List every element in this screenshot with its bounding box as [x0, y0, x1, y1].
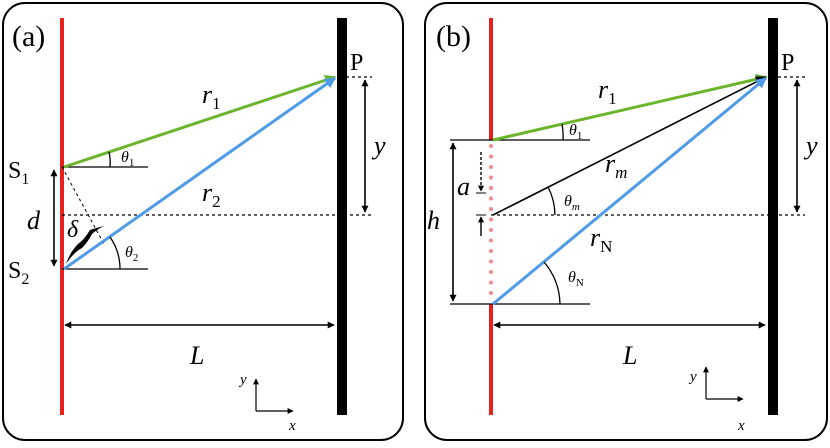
- ray-r1: [63, 74, 337, 169]
- detection-screen-b: [768, 18, 778, 415]
- r1-label: r1: [202, 80, 221, 113]
- h-label: h: [427, 206, 440, 235]
- theta2-label: θ2: [125, 244, 138, 264]
- r2-label: r2: [202, 178, 221, 211]
- theta2-arc: [109, 236, 121, 270]
- panel-a-frame: [2, 2, 404, 441]
- thetaN-arc: [543, 261, 561, 305]
- panel-a-label: (a): [12, 20, 45, 53]
- theta1-label-b: θ1: [569, 122, 582, 142]
- detection-screen: [337, 18, 347, 415]
- s2-label: S2: [8, 258, 29, 288]
- ray-rm: [492, 76, 767, 216]
- thetaN-label: θN: [568, 269, 584, 289]
- axis-y-label: y: [238, 372, 247, 388]
- panel-b-frame: [424, 2, 828, 441]
- thetam-label: θm: [564, 193, 580, 213]
- r1-label-b: r1: [598, 75, 617, 108]
- rm-label: rm: [605, 149, 627, 182]
- ray-r1-b: [492, 73, 768, 142]
- theta1-arc-b: [561, 123, 564, 141]
- delta-label: δ: [67, 217, 79, 243]
- thetam-arc: [547, 186, 556, 216]
- axis-y-label-b: y: [688, 369, 697, 385]
- L-label: L: [189, 341, 204, 370]
- rN-label: rN: [590, 223, 612, 256]
- point-p-label: P: [350, 50, 363, 76]
- panel-a: (a) P r1 r2 S1 S2 d δ: [2, 2, 404, 441]
- L-label-b: L: [622, 341, 637, 370]
- axis-x-label-b: x: [737, 418, 745, 434]
- y-label: y: [371, 131, 386, 160]
- s1-label: S1: [8, 158, 29, 188]
- ray-rN: [492, 76, 767, 306]
- ray-r2: [63, 76, 336, 271]
- axis-x-label: x: [288, 418, 296, 434]
- perpendicular-line: [61, 166, 105, 245]
- d-label: d: [27, 206, 41, 235]
- a-label: a: [457, 172, 470, 201]
- theta1-label: θ1: [121, 149, 134, 169]
- panel-b: (b) P r1 rm: [424, 2, 828, 441]
- theta1-arc: [108, 151, 111, 168]
- panel-b-label: (b): [436, 20, 471, 53]
- y-label-b: y: [803, 131, 818, 160]
- point-p-label-b: P: [781, 50, 794, 76]
